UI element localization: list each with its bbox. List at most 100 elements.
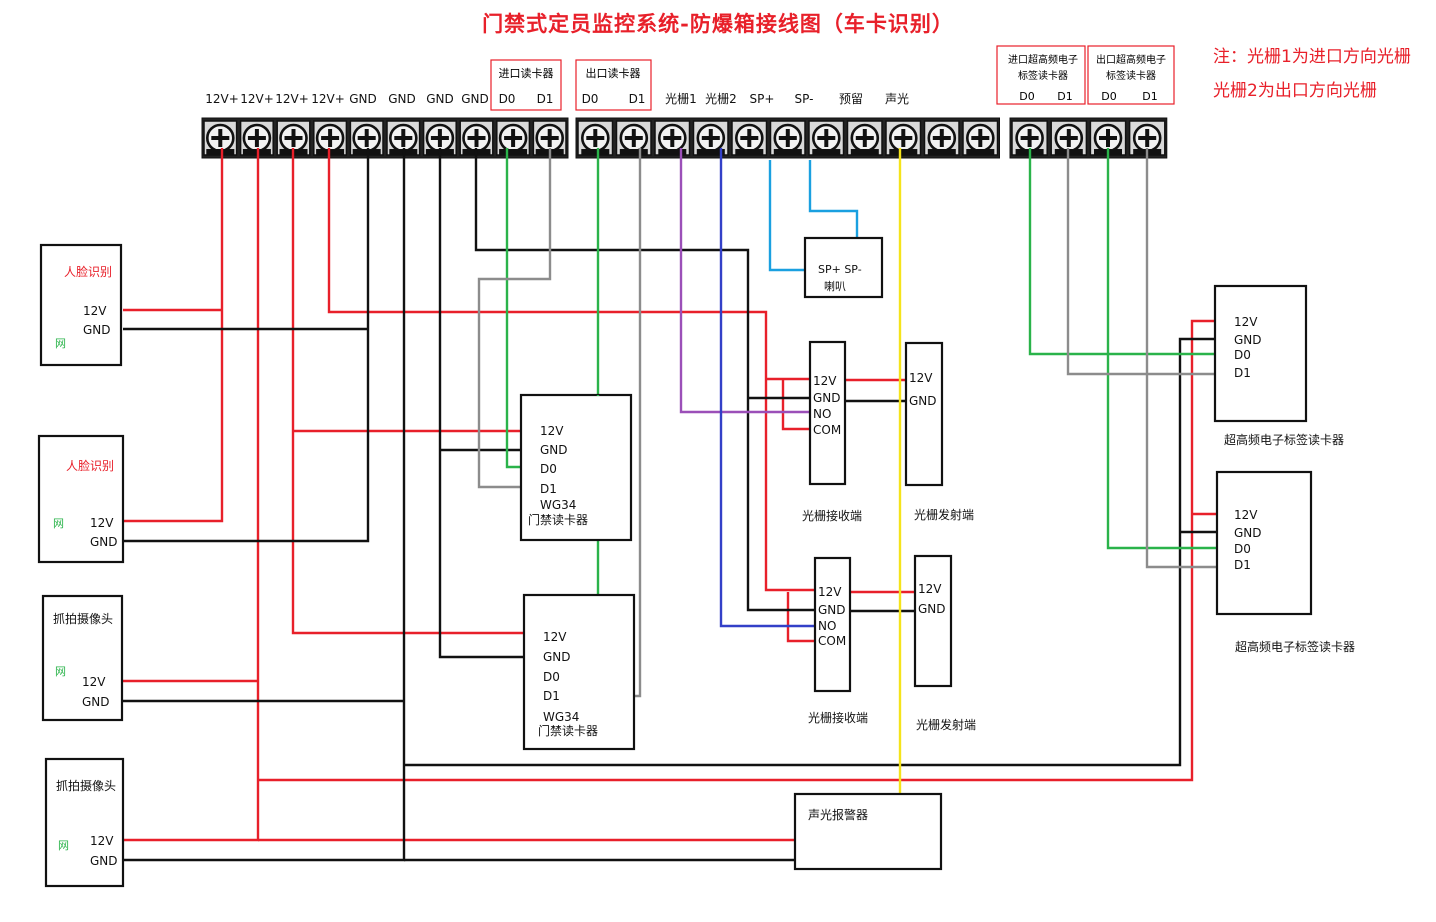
note-line-2: 光栅2为出口方向光栅: [1213, 81, 1377, 101]
uhf-exit-title-2: 标签读卡器: [1106, 69, 1156, 82]
entry-reader-group-box: [490, 59, 562, 111]
terminal-screw-icon: [1011, 120, 1048, 156]
terminal-label: GND: [461, 92, 489, 106]
terminal-label: D1: [537, 92, 554, 106]
terminal-screw-icon: [846, 120, 883, 156]
uhf-entry-title-1: 进口超高频电子: [1008, 53, 1078, 66]
rx2-name: 光栅接收端: [808, 710, 868, 725]
rx2-no: NO: [818, 619, 836, 633]
uhf-entry-title-2: 标签读卡器: [1018, 69, 1068, 82]
cam2-12v: 12V: [90, 834, 114, 848]
face1-gnd: GND: [83, 323, 111, 337]
terminal-screw-icon: [923, 120, 960, 156]
access2-wg34: WG34: [543, 710, 579, 724]
access1-d1: D1: [540, 482, 557, 496]
uhf1-name: 超高频电子标签读卡器: [1224, 432, 1344, 447]
face1-title: 人脸识别: [64, 265, 112, 279]
uhf-exit-title-1: 出口超高频电子: [1096, 53, 1166, 66]
wire-12v-access2: [291, 148, 540, 635]
terminal-label: GND: [349, 92, 377, 106]
face1-12v: 12V: [83, 304, 107, 318]
face2-gnd: GND: [90, 535, 118, 549]
alarm-box: [793, 792, 943, 871]
terminal-label: D0: [582, 92, 599, 106]
terminal-label: 12V+: [311, 92, 345, 106]
wire-grating1-no: [679, 148, 810, 414]
access2-12v: 12V: [543, 630, 567, 644]
wire-com1: [781, 380, 810, 431]
rx2-12v: 12V: [818, 585, 842, 599]
capture-camera-1-box: [41, 594, 124, 722]
grating-receiver-1-box: [808, 340, 847, 486]
terminal-label: 声光: [885, 92, 909, 106]
terminal-label: 12V+: [240, 92, 274, 106]
wire-12v-face2: [123, 148, 224, 523]
grating-receiver-2-box: [813, 556, 852, 693]
rx1-gnd: GND: [813, 391, 841, 405]
speaker-box: [803, 236, 884, 299]
terminal-screw-icon: [349, 120, 384, 156]
terminal-label: GND: [388, 92, 416, 106]
wire-d1-entry: [477, 148, 552, 489]
face2-title: 人脸识别: [66, 459, 114, 473]
rx1-name: 光栅接收端: [802, 508, 862, 523]
rx1-12v: 12V: [813, 374, 837, 388]
terminal-screw-icon: [692, 120, 729, 156]
terminal-label: SP-: [795, 92, 814, 106]
cam1-gnd: GND: [82, 695, 110, 709]
wire-sp-minus: [808, 160, 859, 242]
uhf2-12v: 12V: [1234, 508, 1258, 522]
face2-net: 网: [53, 517, 64, 530]
cam2-gnd: GND: [90, 854, 118, 868]
diagram-title: 门禁式定员监控系统-防爆箱接线图（车卡识别）: [482, 11, 954, 36]
rx2-gnd: GND: [818, 603, 846, 617]
wire-d0-uhf1: [1028, 148, 1232, 356]
exit-reader-group-box: [575, 59, 652, 111]
uhf2-gnd: GND: [1234, 526, 1262, 540]
wire-gnd-cam2: [123, 148, 406, 862]
uhf2-d1: D1: [1234, 558, 1251, 572]
devices: [37, 236, 1313, 888]
uhf-entry-d1-label: D1: [1057, 90, 1072, 103]
speaker-name: 喇叭: [824, 279, 846, 293]
terminal-strip: [201, 117, 1168, 159]
wire-grating2-no: [719, 148, 815, 628]
terminal-label: 12V+: [205, 92, 239, 106]
alarm-name: 声光报警器: [808, 807, 868, 822]
access1-name: 门禁读卡器: [528, 512, 588, 527]
wire-gnd-grating: [474, 148, 815, 612]
capture-camera-2-box: [44, 757, 125, 888]
terminal-label: 光栅1: [665, 91, 697, 106]
uhf-entry-d0-label: D0: [1019, 90, 1034, 103]
uhf-exit-d1-label: D1: [1142, 90, 1157, 103]
tx2-gnd: GND: [918, 602, 946, 616]
terminal-screw-icon: [654, 120, 691, 156]
wire-gnd-uhf1: [404, 337, 1232, 767]
terminal-screw-icon: [769, 120, 806, 156]
uhf2-d0: D0: [1234, 542, 1251, 556]
terminal-label: SP+: [750, 92, 775, 106]
wire-sp-plus: [768, 160, 812, 272]
terminal-screw-icon: [808, 120, 845, 156]
terminal-label: D0: [499, 92, 516, 106]
wire-12v-grating: [327, 148, 815, 592]
exit-reader-title: 出口读卡器: [586, 66, 641, 80]
access2-name: 门禁读卡器: [538, 723, 598, 738]
rx1-no: NO: [813, 407, 831, 421]
tx1-12v: 12V: [909, 371, 933, 385]
tx2-12v: 12V: [918, 582, 942, 596]
face2-12v: 12V: [90, 516, 114, 530]
wire-d0-uhf2: [1106, 148, 1232, 550]
terminal-label: GND: [426, 92, 454, 106]
terminal-screw-icon: [203, 120, 238, 156]
wire-d1-uhf1: [1066, 148, 1232, 376]
wires: [123, 148, 1232, 862]
wire-12v-uhf1: [258, 319, 1232, 782]
uhf1-d0: D0: [1234, 348, 1251, 362]
terminal-screw-icon: [1089, 120, 1127, 156]
access1-d0: D0: [540, 462, 557, 476]
tx1-name: 光栅发射端: [914, 507, 974, 522]
terminal-screw-icon: [496, 120, 531, 156]
